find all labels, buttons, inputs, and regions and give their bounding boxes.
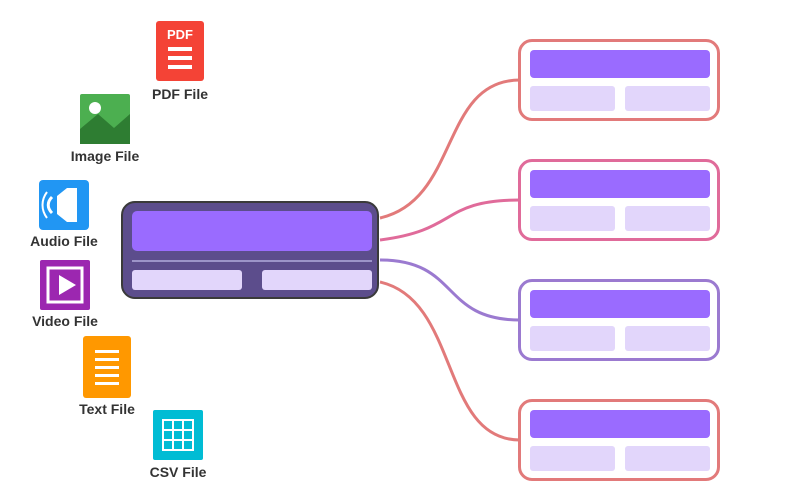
- audio-file-label: Audio File: [30, 233, 98, 249]
- card-sub-block-right: [625, 86, 710, 111]
- connector-4: [379, 280, 521, 442]
- output-card-4: [518, 399, 720, 481]
- card-sub-block-left: [530, 326, 615, 351]
- card-sub-block-left: [530, 206, 615, 231]
- video-file-label: Video File: [32, 313, 98, 329]
- csv-icon: [153, 410, 203, 460]
- image-file-label: Image File: [70, 148, 140, 164]
- hub-divider: [132, 260, 372, 262]
- text-file-label: Text File: [79, 401, 135, 417]
- csv-file-label: CSV File: [149, 464, 207, 480]
- hub-sub-block-left: [132, 270, 242, 290]
- video-icon: [40, 260, 90, 310]
- card-header-bar: [530, 170, 710, 198]
- card-header-bar: [530, 50, 710, 78]
- card-header-bar: [530, 290, 710, 318]
- output-card-3: [518, 279, 720, 361]
- card-sub-block-left: [530, 446, 615, 471]
- pdf-icon: PDF: [156, 21, 204, 81]
- output-card-2: [518, 159, 720, 241]
- image-icon: [80, 94, 130, 144]
- card-sub-block-right: [625, 446, 710, 471]
- text-icon: [83, 336, 131, 398]
- connector-2: [379, 198, 521, 242]
- pdf-badge: PDF: [167, 27, 193, 42]
- central-hub-node: [121, 201, 379, 299]
- connector-3: [379, 258, 521, 322]
- card-sub-block-right: [625, 326, 710, 351]
- pdf-file-label: PDF File: [151, 86, 208, 102]
- card-header-bar: [530, 410, 710, 438]
- output-card-1: [518, 39, 720, 121]
- hub-sub-block-right: [262, 270, 372, 290]
- connector-1: [379, 78, 521, 220]
- card-sub-block-right: [625, 206, 710, 231]
- card-sub-block-left: [530, 86, 615, 111]
- hub-header-bar: [132, 211, 372, 251]
- audio-icon: [39, 180, 89, 230]
